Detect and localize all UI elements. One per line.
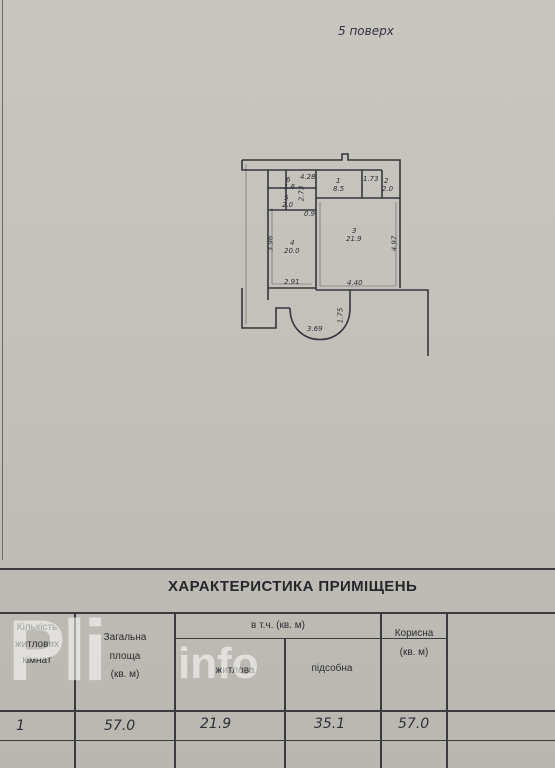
value-total-area: 57.0: [104, 718, 136, 734]
floor-plan: [241, 153, 429, 356]
table-row-border: [0, 740, 555, 741]
room-3-area: 21.9: [346, 235, 362, 243]
room-5-area: 2.0: [282, 201, 294, 209]
dimension-label: 1.75: [336, 307, 345, 324]
dimension-label: 0.9: [304, 210, 316, 218]
column-divider: [284, 638, 286, 768]
dimension-label: 2.73: [297, 185, 306, 202]
header-rooms-count: Кількість житлових кімнат: [4, 622, 70, 668]
room-6-number: 6: [286, 176, 291, 184]
header-line: Загальна: [103, 632, 147, 643]
room-6-area: 1.6: [284, 183, 296, 191]
header-useful: Корисна (кв. м): [386, 628, 442, 659]
header-auxiliary: підсобна: [311, 663, 353, 674]
watermark-logo: Pli: [8, 603, 107, 699]
dimension-label: 4.40: [347, 279, 363, 287]
column-divider: [74, 612, 76, 768]
column-divider: [380, 612, 382, 768]
table-title: ХАРАКТЕРИСТИКА ПРИМІЩЕНЬ: [168, 578, 418, 595]
watermark-logo-suffix: info: [178, 639, 259, 688]
header-total-area: Загальна площа (кв. м): [80, 632, 170, 682]
room-2-area: 2.0: [382, 185, 394, 193]
dimension-label: 3.69: [307, 325, 323, 333]
header-living: житлова: [215, 665, 255, 676]
room-3-number: 3: [352, 227, 357, 235]
room-4-number: 4: [290, 239, 295, 247]
header-line: Корисна: [394, 628, 434, 639]
value-rooms-count: 1: [16, 718, 25, 734]
table-header-border: [0, 612, 555, 614]
room-5-number: 5: [284, 194, 289, 202]
header-including: в т.ч. (кв. м): [251, 620, 305, 631]
dimension-label: 1.73: [363, 175, 379, 183]
header-line: кімнат: [22, 655, 52, 666]
header-line: (кв. м): [110, 669, 140, 680]
dimension-label: 4.28: [300, 173, 316, 181]
dimension-label: 4.97: [390, 235, 399, 252]
room-1-area: 8.5: [333, 185, 345, 193]
room-4-area: 20.0: [284, 247, 300, 255]
dimension-label: 2.91: [284, 278, 300, 286]
table-values-border: [0, 710, 555, 712]
page-edge: [2, 0, 3, 560]
value-useful: 57.0: [398, 716, 430, 732]
header-line: Кількість: [16, 622, 58, 633]
room-1-number: 1: [336, 177, 341, 185]
column-divider: [446, 612, 448, 768]
outer-wall-left: [241, 160, 269, 288]
outer-wall-top: [242, 153, 401, 288]
column-divider: [174, 612, 176, 768]
header-line: (кв. м): [399, 646, 429, 658]
table-top-border: [0, 568, 555, 570]
value-living: 21.9: [200, 716, 232, 732]
header-line: площа: [109, 650, 141, 662]
header-line: житлових: [14, 638, 60, 650]
floor-label: 5 поверх: [338, 24, 394, 38]
dimension-label: 3.96: [266, 235, 275, 252]
subheader-border: [174, 638, 446, 639]
room-2-number: 2: [384, 177, 389, 185]
value-auxiliary: 35.1: [314, 716, 346, 732]
